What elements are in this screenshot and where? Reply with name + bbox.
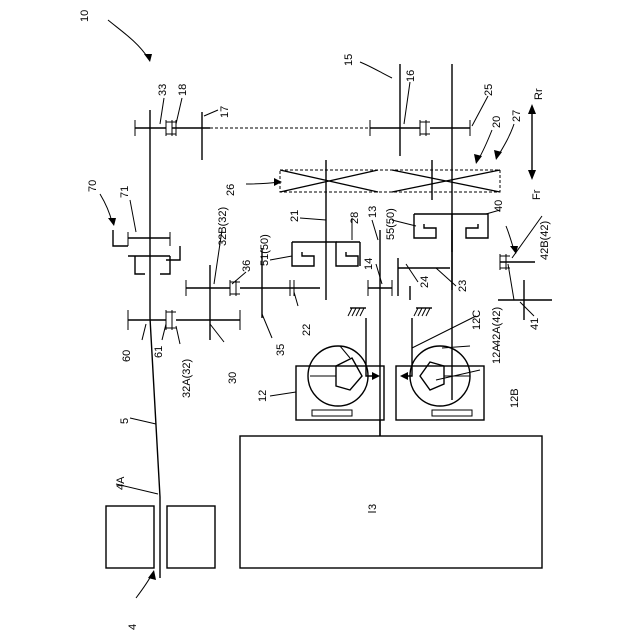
label-12B: 12B: [509, 388, 521, 408]
variator-12A-housing: [396, 366, 484, 420]
input-shaft: [150, 110, 160, 497]
label-23: 23: [457, 280, 469, 292]
label-16: 16: [405, 70, 417, 82]
ground-left: [348, 308, 366, 316]
ground-right: [414, 308, 432, 316]
label-15: 15: [343, 54, 355, 66]
label-26: 26: [225, 184, 237, 196]
label-35: 35: [275, 344, 287, 356]
clutch-51: [292, 242, 314, 266]
label-13: 13: [367, 206, 379, 218]
label-42B: 42B(42): [539, 221, 551, 260]
label-4: 4: [127, 624, 139, 630]
label-32A: 32A(32): [181, 359, 193, 398]
label-60: 60: [121, 350, 133, 362]
clutch-70: [113, 230, 128, 246]
label-rr: Rr: [533, 88, 545, 100]
label-17: 17: [219, 106, 231, 118]
label-10: 10: [79, 10, 91, 22]
label-24: 24: [419, 276, 431, 288]
label-61: 61: [153, 346, 165, 358]
label-55: 55(50): [385, 208, 397, 240]
label-40: 40: [493, 200, 505, 212]
label-42A: 42A(42): [491, 307, 503, 346]
label-4A: 4A: [115, 476, 127, 490]
label-12: 12: [257, 390, 269, 402]
label-21: 21: [289, 210, 301, 222]
label-18: 18: [177, 84, 189, 96]
label-71: 71: [119, 186, 131, 198]
label-28: 28: [349, 212, 361, 224]
label-14: 14: [363, 258, 375, 270]
motor-box-right: [167, 506, 215, 568]
label-5: 5: [119, 418, 131, 424]
clutch-55: [414, 214, 436, 238]
differential-26: [280, 170, 500, 192]
label-30: 30: [227, 372, 239, 384]
label-12A: 12A: [491, 344, 503, 364]
label-51: 51(50): [259, 234, 271, 266]
variator-12-housing: [296, 366, 384, 420]
label-20: 20: [491, 116, 503, 128]
label-25: 25: [483, 84, 495, 96]
label-41: 41: [529, 318, 541, 330]
label-27: 27: [511, 110, 523, 122]
label-fr: Fr: [531, 189, 543, 200]
label-33: 33: [157, 84, 169, 96]
label-36: 36: [241, 260, 253, 272]
label-12C: 12C: [471, 310, 483, 330]
label-32B: 32B(32): [217, 207, 229, 246]
label-70: 70: [87, 180, 99, 192]
label-22: 22: [301, 324, 313, 336]
label-3: 3: [367, 504, 379, 510]
engine-block: [240, 436, 542, 568]
motor-box-left: [106, 506, 154, 568]
